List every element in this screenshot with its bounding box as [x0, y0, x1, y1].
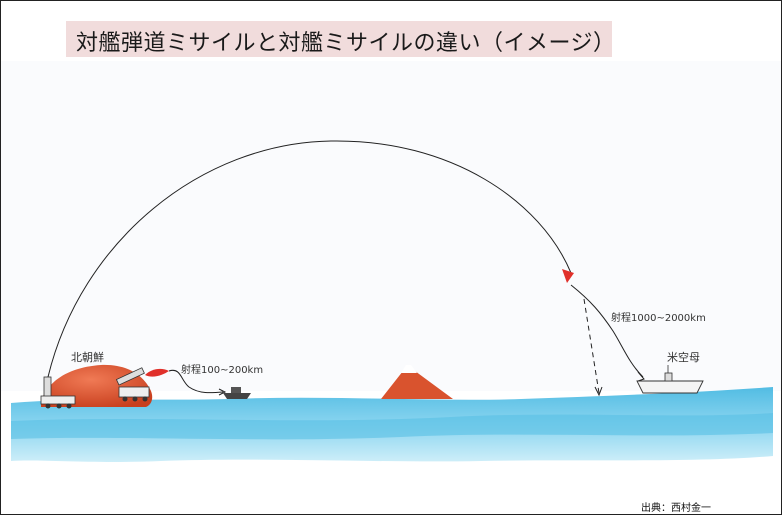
- title-banner: 対艦弾道ミサイルと対艦ミサイルの違い（イメージ）: [66, 21, 615, 57]
- cruise-missile-path: [168, 369, 224, 394]
- cruise-missile-icon: [145, 368, 169, 377]
- sea-band: [11, 413, 773, 440]
- island-icon: [381, 366, 453, 399]
- ballistic-missile-icon: [562, 269, 574, 283]
- label-range-long: 射程1000~2000km: [611, 312, 706, 324]
- ballistic-launcher-icon: [40, 376, 76, 409]
- island-snowcap: [401, 365, 417, 373]
- label-range-short: 射程100~200km: [181, 364, 263, 376]
- cruise-launcher-icon: [115, 367, 150, 402]
- terminal-dive-line: [583, 298, 600, 394]
- ballistic-missile-trajectory: [47, 140, 572, 378]
- label-carrier: 米空母: [667, 350, 700, 364]
- aircraft-carrier-icon: [636, 365, 704, 394]
- sky: [1, 61, 781, 391]
- page-title: 対艦弾道ミサイルと対艦ミサイルの違い（イメージ）: [76, 31, 616, 56]
- warship-icon: [223, 387, 251, 399]
- guidance-path: [570, 284, 644, 378]
- source-credit: 出典：西村金一: [641, 503, 711, 514]
- label-north-korea: 北朝鮮: [71, 350, 104, 364]
